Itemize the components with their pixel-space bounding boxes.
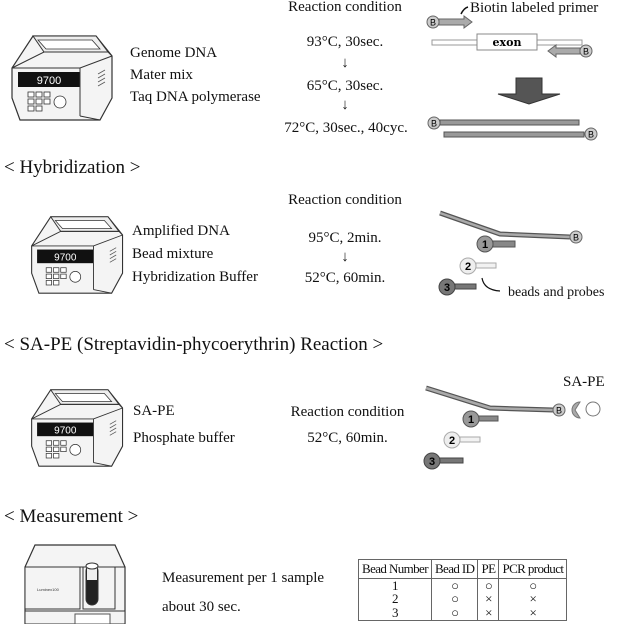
- measurement-line: about 30 sec.: [162, 599, 241, 615]
- luminex-analyzer-icon: Luminex100: [24, 544, 126, 624]
- reagent: Mater mix: [130, 67, 193, 83]
- step: 95°C, 2min.: [308, 230, 382, 246]
- reagent: Hybridization Buffer: [132, 269, 258, 285]
- svg-text:3: 3: [429, 456, 435, 468]
- bead-result-table: Bead Number Bead ID PE PCR product 1○○○ …: [358, 559, 568, 621]
- table-row: 3○××: [358, 606, 568, 621]
- sape-label: SA-PE: [563, 374, 605, 390]
- svg-text:2: 2: [449, 435, 455, 447]
- cell: ○: [430, 592, 479, 606]
- reagent: Amplified DNA: [132, 223, 230, 239]
- cell: ×: [477, 592, 500, 606]
- column-header: PCR product: [498, 559, 568, 579]
- table-row: 1○○○: [358, 577, 568, 593]
- condition-title: Reaction condition: [290, 404, 405, 420]
- arrow-down-icon: ↓: [341, 55, 349, 71]
- column-header: PE: [477, 559, 500, 579]
- cell: 1: [358, 577, 432, 593]
- step: 72°C, 30sec., 40cyc.: [284, 120, 408, 136]
- condition-title: Reaction condition: [288, 192, 402, 208]
- svg-text:B: B: [573, 233, 579, 243]
- thermal-cycler-icon: 9700: [8, 28, 118, 128]
- svg-text:9700: 9700: [54, 252, 77, 263]
- step: 52°C, 60min.: [304, 270, 386, 286]
- svg-text:1: 1: [482, 239, 488, 251]
- reagent: Genome DNA: [130, 45, 218, 61]
- device-display: 9700: [37, 75, 61, 87]
- table-row: 2○××: [358, 592, 568, 606]
- hybridization-diagram: B 1 2 3: [438, 210, 583, 296]
- reagent: Phosphate buffer: [133, 430, 235, 446]
- step: 93°C, 30sec.: [306, 34, 384, 50]
- reagent: Taq DNA polymerase: [130, 89, 261, 105]
- cell: ○: [477, 577, 500, 593]
- column-header: Bead ID: [430, 559, 479, 579]
- measurement-line: Measurement per 1 sample: [162, 570, 325, 586]
- thermal-cycler-icon: 9700: [28, 378, 128, 478]
- arrow-down-icon: ↓: [341, 249, 349, 265]
- svg-text:B: B: [588, 130, 594, 140]
- column-header: Bead Number: [358, 559, 432, 579]
- section-heading-measurement: < Measurement >: [4, 506, 139, 527]
- svg-text:1: 1: [468, 414, 474, 426]
- svg-text:2: 2: [465, 261, 471, 273]
- svg-text:Luminex100: Luminex100: [37, 587, 60, 592]
- step: 65°C, 30sec.: [306, 78, 384, 94]
- pcr-diagram: B exon B B B: [426, 6, 598, 141]
- cell: 2: [358, 592, 432, 606]
- sape-diagram: B 1 2 3: [423, 385, 601, 470]
- probes-label: beads and probes: [508, 285, 605, 300]
- svg-text:B: B: [556, 406, 562, 416]
- svg-text:9700: 9700: [54, 425, 77, 436]
- cell: ○: [430, 606, 479, 621]
- svg-text:B: B: [431, 119, 437, 129]
- section-heading-hybridization: < Hybridization >: [4, 157, 141, 178]
- cell: ×: [498, 606, 568, 621]
- cell: ×: [498, 592, 568, 606]
- cell: ×: [477, 606, 500, 621]
- condition-title: Reaction condition: [288, 0, 402, 15]
- svg-text:3: 3: [444, 282, 450, 294]
- exon-label: exon: [493, 36, 522, 49]
- section-heading-sape: < SA-PE (Streptavidin-phycoerythrin) Rea…: [4, 334, 384, 355]
- svg-text:B: B: [430, 18, 436, 28]
- reagent: Bead mixture: [132, 246, 214, 262]
- svg-text:B: B: [583, 47, 589, 57]
- reagent: SA-PE: [133, 403, 175, 419]
- primer-label: Biotin labeled primer: [470, 0, 599, 16]
- cell: 3: [358, 606, 432, 621]
- cell: ○: [430, 577, 479, 593]
- arrow-down-icon: ↓: [341, 97, 349, 113]
- cell: ○: [498, 577, 568, 593]
- thermal-cycler-icon: 9700: [28, 205, 128, 305]
- step: 52°C, 60min.: [307, 430, 388, 446]
